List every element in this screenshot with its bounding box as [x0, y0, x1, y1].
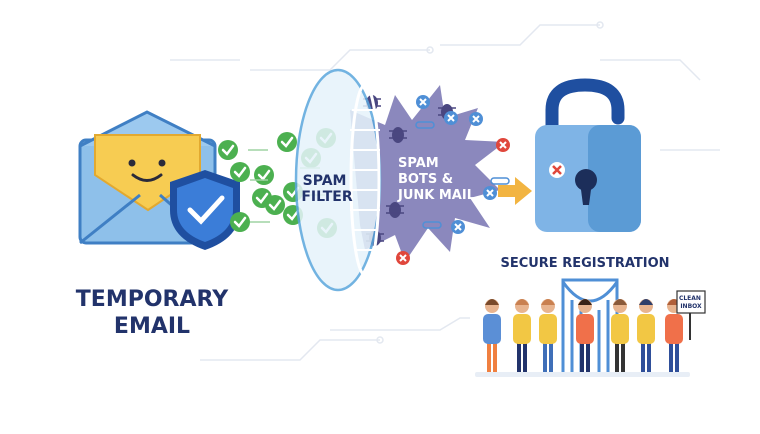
check-icon	[230, 162, 250, 182]
shield-check-icon	[170, 170, 240, 250]
title-line-1: TEMPORARY	[76, 287, 229, 312]
x-icon	[483, 186, 497, 200]
x-icon	[416, 95, 430, 109]
secure-registration-heading: SECURE REGISTRATION	[500, 256, 669, 271]
arrow-right-icon	[498, 177, 532, 205]
spam-line-1: SPAM	[398, 156, 439, 171]
check-icon	[277, 132, 297, 152]
clean-inbox-sign: CLEAN INBOX	[676, 290, 706, 340]
spam-filter-portal	[294, 68, 382, 292]
spam-line-3: JUNK MAIL	[397, 188, 475, 203]
sign-line-2: INBOX	[680, 303, 702, 310]
person	[539, 299, 557, 372]
person	[483, 299, 501, 372]
paperclip-icon	[415, 121, 435, 129]
spam-filter-line-1: SPAM	[303, 173, 347, 189]
check-icon	[254, 165, 274, 185]
x-icon	[396, 251, 410, 265]
spam-filter-line-2: FILTER	[301, 189, 352, 205]
paperclip-icon	[422, 221, 442, 229]
x-icon	[469, 112, 483, 126]
person	[576, 299, 594, 372]
bug-icon	[386, 202, 404, 218]
check-icon	[265, 195, 285, 215]
ground	[475, 372, 690, 377]
spam-burst	[350, 85, 505, 262]
padlock-open-icon	[535, 78, 641, 232]
x-icon	[451, 220, 465, 234]
x-icons	[396, 95, 510, 265]
x-icon	[496, 138, 510, 152]
person	[513, 299, 531, 372]
bug-icon	[389, 127, 407, 143]
svg-text:CLEAN INBOX: CLEAN INBOX	[679, 295, 703, 310]
circuit-lines	[170, 21, 720, 361]
x-icon	[444, 111, 458, 125]
check-icon	[230, 212, 250, 232]
spam-bots-label: SPAM BOTS & JUNK MAIL	[397, 156, 475, 203]
person	[611, 299, 629, 372]
sign-line-1: CLEAN	[679, 295, 701, 302]
people-icon	[483, 299, 683, 372]
spam-filter-label: SPAM FILTER	[301, 173, 352, 205]
title-line-2: EMAIL	[114, 314, 190, 339]
spam-line-2: BOTS &	[398, 172, 453, 187]
paperclip-icon	[490, 177, 510, 185]
person	[637, 299, 655, 372]
check-icon	[218, 140, 238, 160]
